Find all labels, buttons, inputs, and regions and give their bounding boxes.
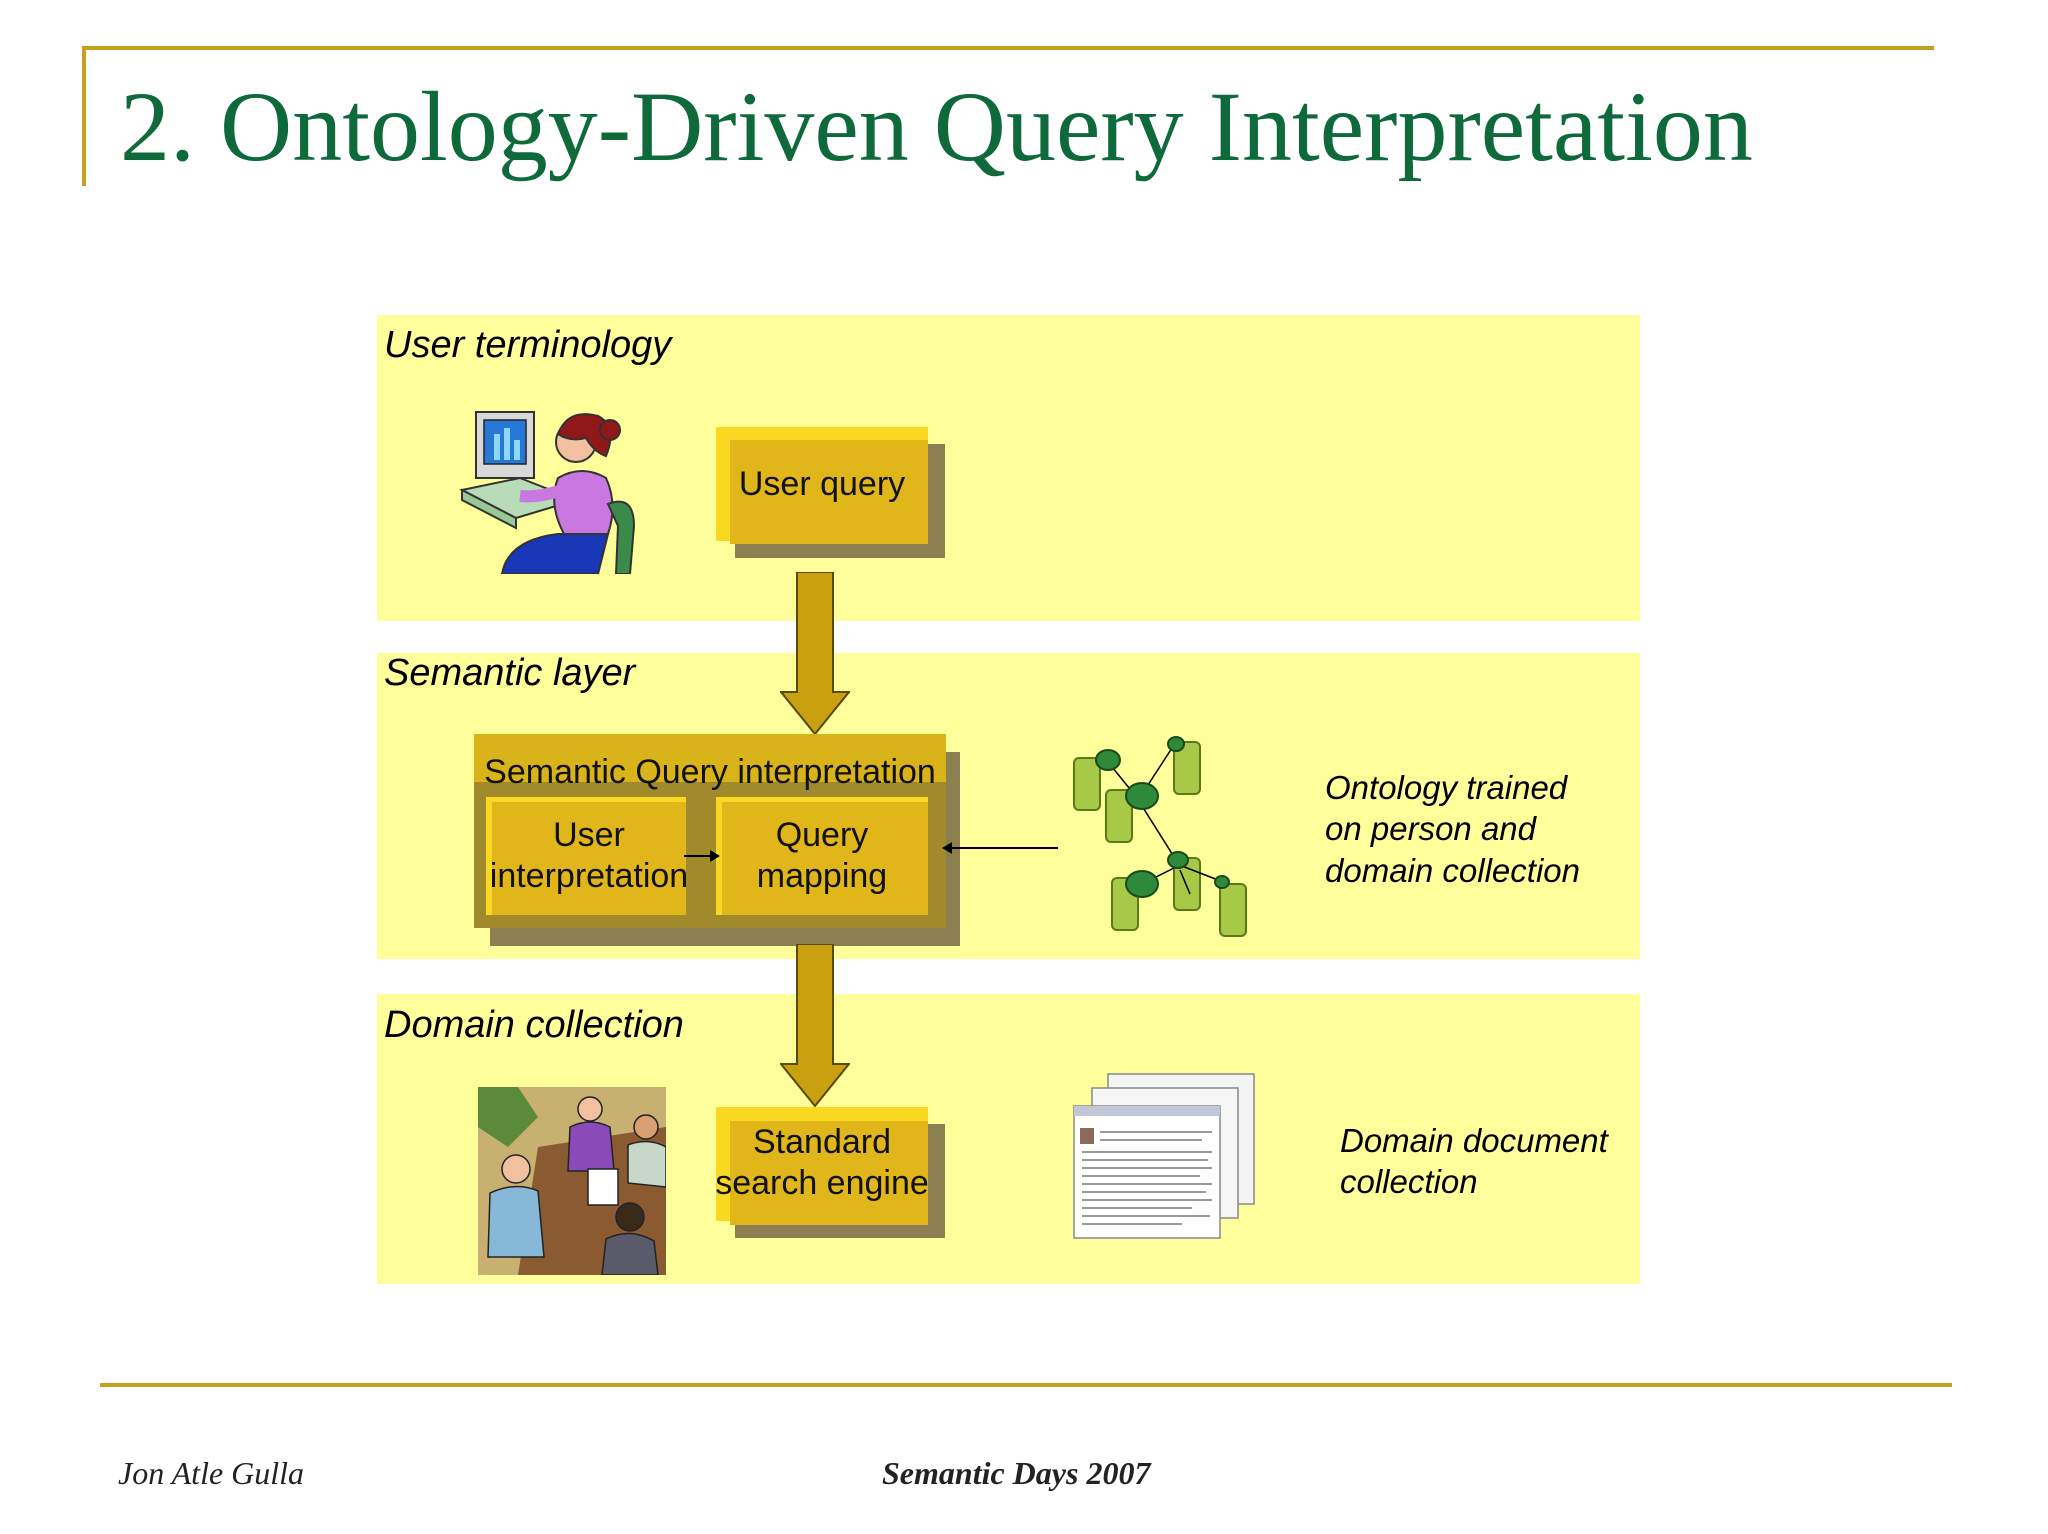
ontology-graph-icon: [1073, 736, 1247, 937]
query-mapping-text: Query mapping: [756, 816, 888, 895]
arrow-interpretation-to-mapping: [684, 850, 720, 862]
semantic-container-top: [474, 734, 946, 782]
title-rule: [82, 46, 1934, 50]
search-engine-text: Standard search engine: [715, 1123, 929, 1202]
semantic-container-label: Semantic Query interpretation: [484, 753, 936, 791]
footer-author: Jon Atle Gulla: [118, 1455, 305, 1491]
down-arrow-2: [780, 944, 850, 1108]
person-at-computer-icon: [459, 411, 636, 574]
domain-note: Domain document collection: [1340, 1122, 1608, 1201]
search-engine-box: [730, 1121, 928, 1225]
user-query-box: [730, 440, 928, 544]
meeting-people-icon: [478, 1087, 666, 1275]
arrow-ontology-to-mapping: [942, 842, 1058, 854]
user-terminology-label: User terminology: [384, 324, 672, 366]
user-interpretation-text: User interpretation: [489, 816, 689, 895]
ontology-note: Ontology trained on person and domain co…: [1325, 769, 1580, 889]
user-query-text: User query: [738, 465, 906, 503]
footer-event: Semantic Days 2007: [882, 1455, 1151, 1491]
down-arrow-1: [780, 572, 850, 736]
semantic-layer-label: Semantic layer: [384, 652, 636, 694]
domain-collection-label: Domain collection: [384, 1004, 684, 1046]
slide-title: 2. Ontology-Driven Query Interpretation: [120, 71, 1753, 182]
title-rule-left: [82, 46, 86, 186]
footer-rule: [100, 1383, 1952, 1387]
query-mapping-box: [722, 802, 928, 915]
user-interpretation-box: [492, 802, 686, 915]
document-stack-icon: [1073, 1073, 1255, 1239]
